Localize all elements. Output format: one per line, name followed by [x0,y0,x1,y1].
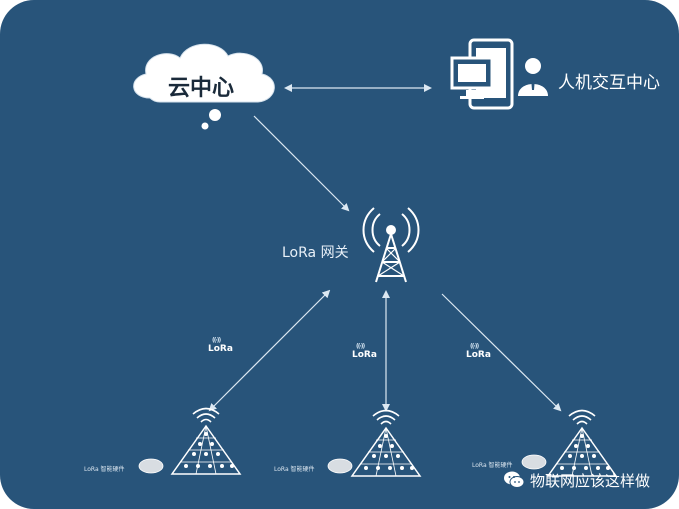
cloud-center-label: 云中心 [168,76,235,101]
watermark-text: 物联网应该这样做 [530,471,651,490]
gateway-device3-link [441,293,562,412]
device-label: LoRa 智能硬件 [472,462,513,469]
lora-logo: ((·))LoRa [466,343,491,360]
device-label: LoRa 智能硬件 [274,466,315,473]
person-icon [518,58,548,96]
wechat-icon [504,471,525,488]
sensor-node-icon [138,407,242,475]
cloud-icon [133,43,275,130]
gateway-tower-icon [362,207,420,283]
hmi-center-label: 人机交互中心 [558,73,660,93]
computer-phone-icon [450,38,514,110]
watermark: 物联网应该这样做 [503,468,650,492]
device-label: LoRa 智能硬件 [84,466,125,473]
cloud-gateway-link [253,115,350,212]
sensor-node-icon [327,409,422,477]
lora-logo: ((·))LoRa [208,337,233,354]
lora-logo: ((·))LoRa [352,343,377,360]
gateway-device1-link [208,289,331,412]
sensor-node-icon [521,409,618,477]
gateway-label: LoRa 网关 [282,245,349,261]
